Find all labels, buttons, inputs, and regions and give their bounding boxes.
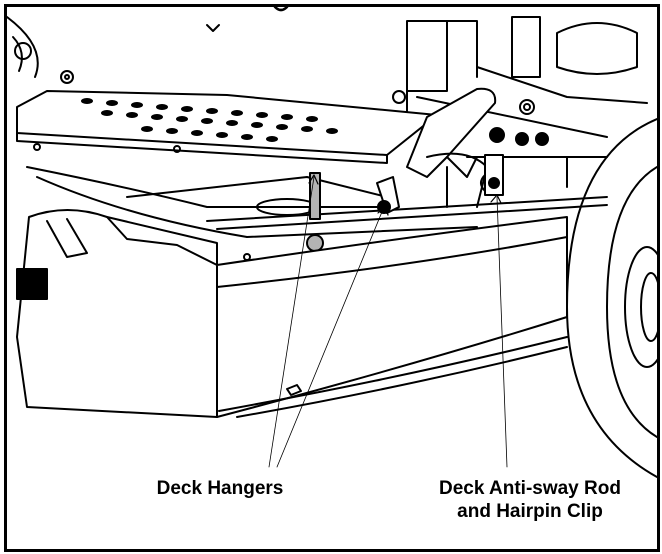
anti-sway-rod-label-line1: Deck Anti-sway Rod — [395, 477, 660, 500]
anti-sway-rod-and-clip — [481, 155, 503, 195]
deck-hangers-label: Deck Hangers — [135, 477, 305, 500]
diagram-frame: Deck Hangers Deck Anti-sway Rod and Hair… — [4, 4, 660, 552]
left-wheel-edge — [7, 17, 73, 83]
rear-wheel — [567, 119, 657, 477]
anti-sway-rod-label-line2: and Hairpin Clip — [395, 500, 660, 523]
perforated-platform — [17, 91, 437, 163]
mower-deck-housing — [17, 210, 567, 417]
mower-deck-illustration — [7, 7, 657, 549]
anti-sway-rod-label: Deck Anti-sway Rod and Hairpin Clip — [395, 477, 660, 523]
